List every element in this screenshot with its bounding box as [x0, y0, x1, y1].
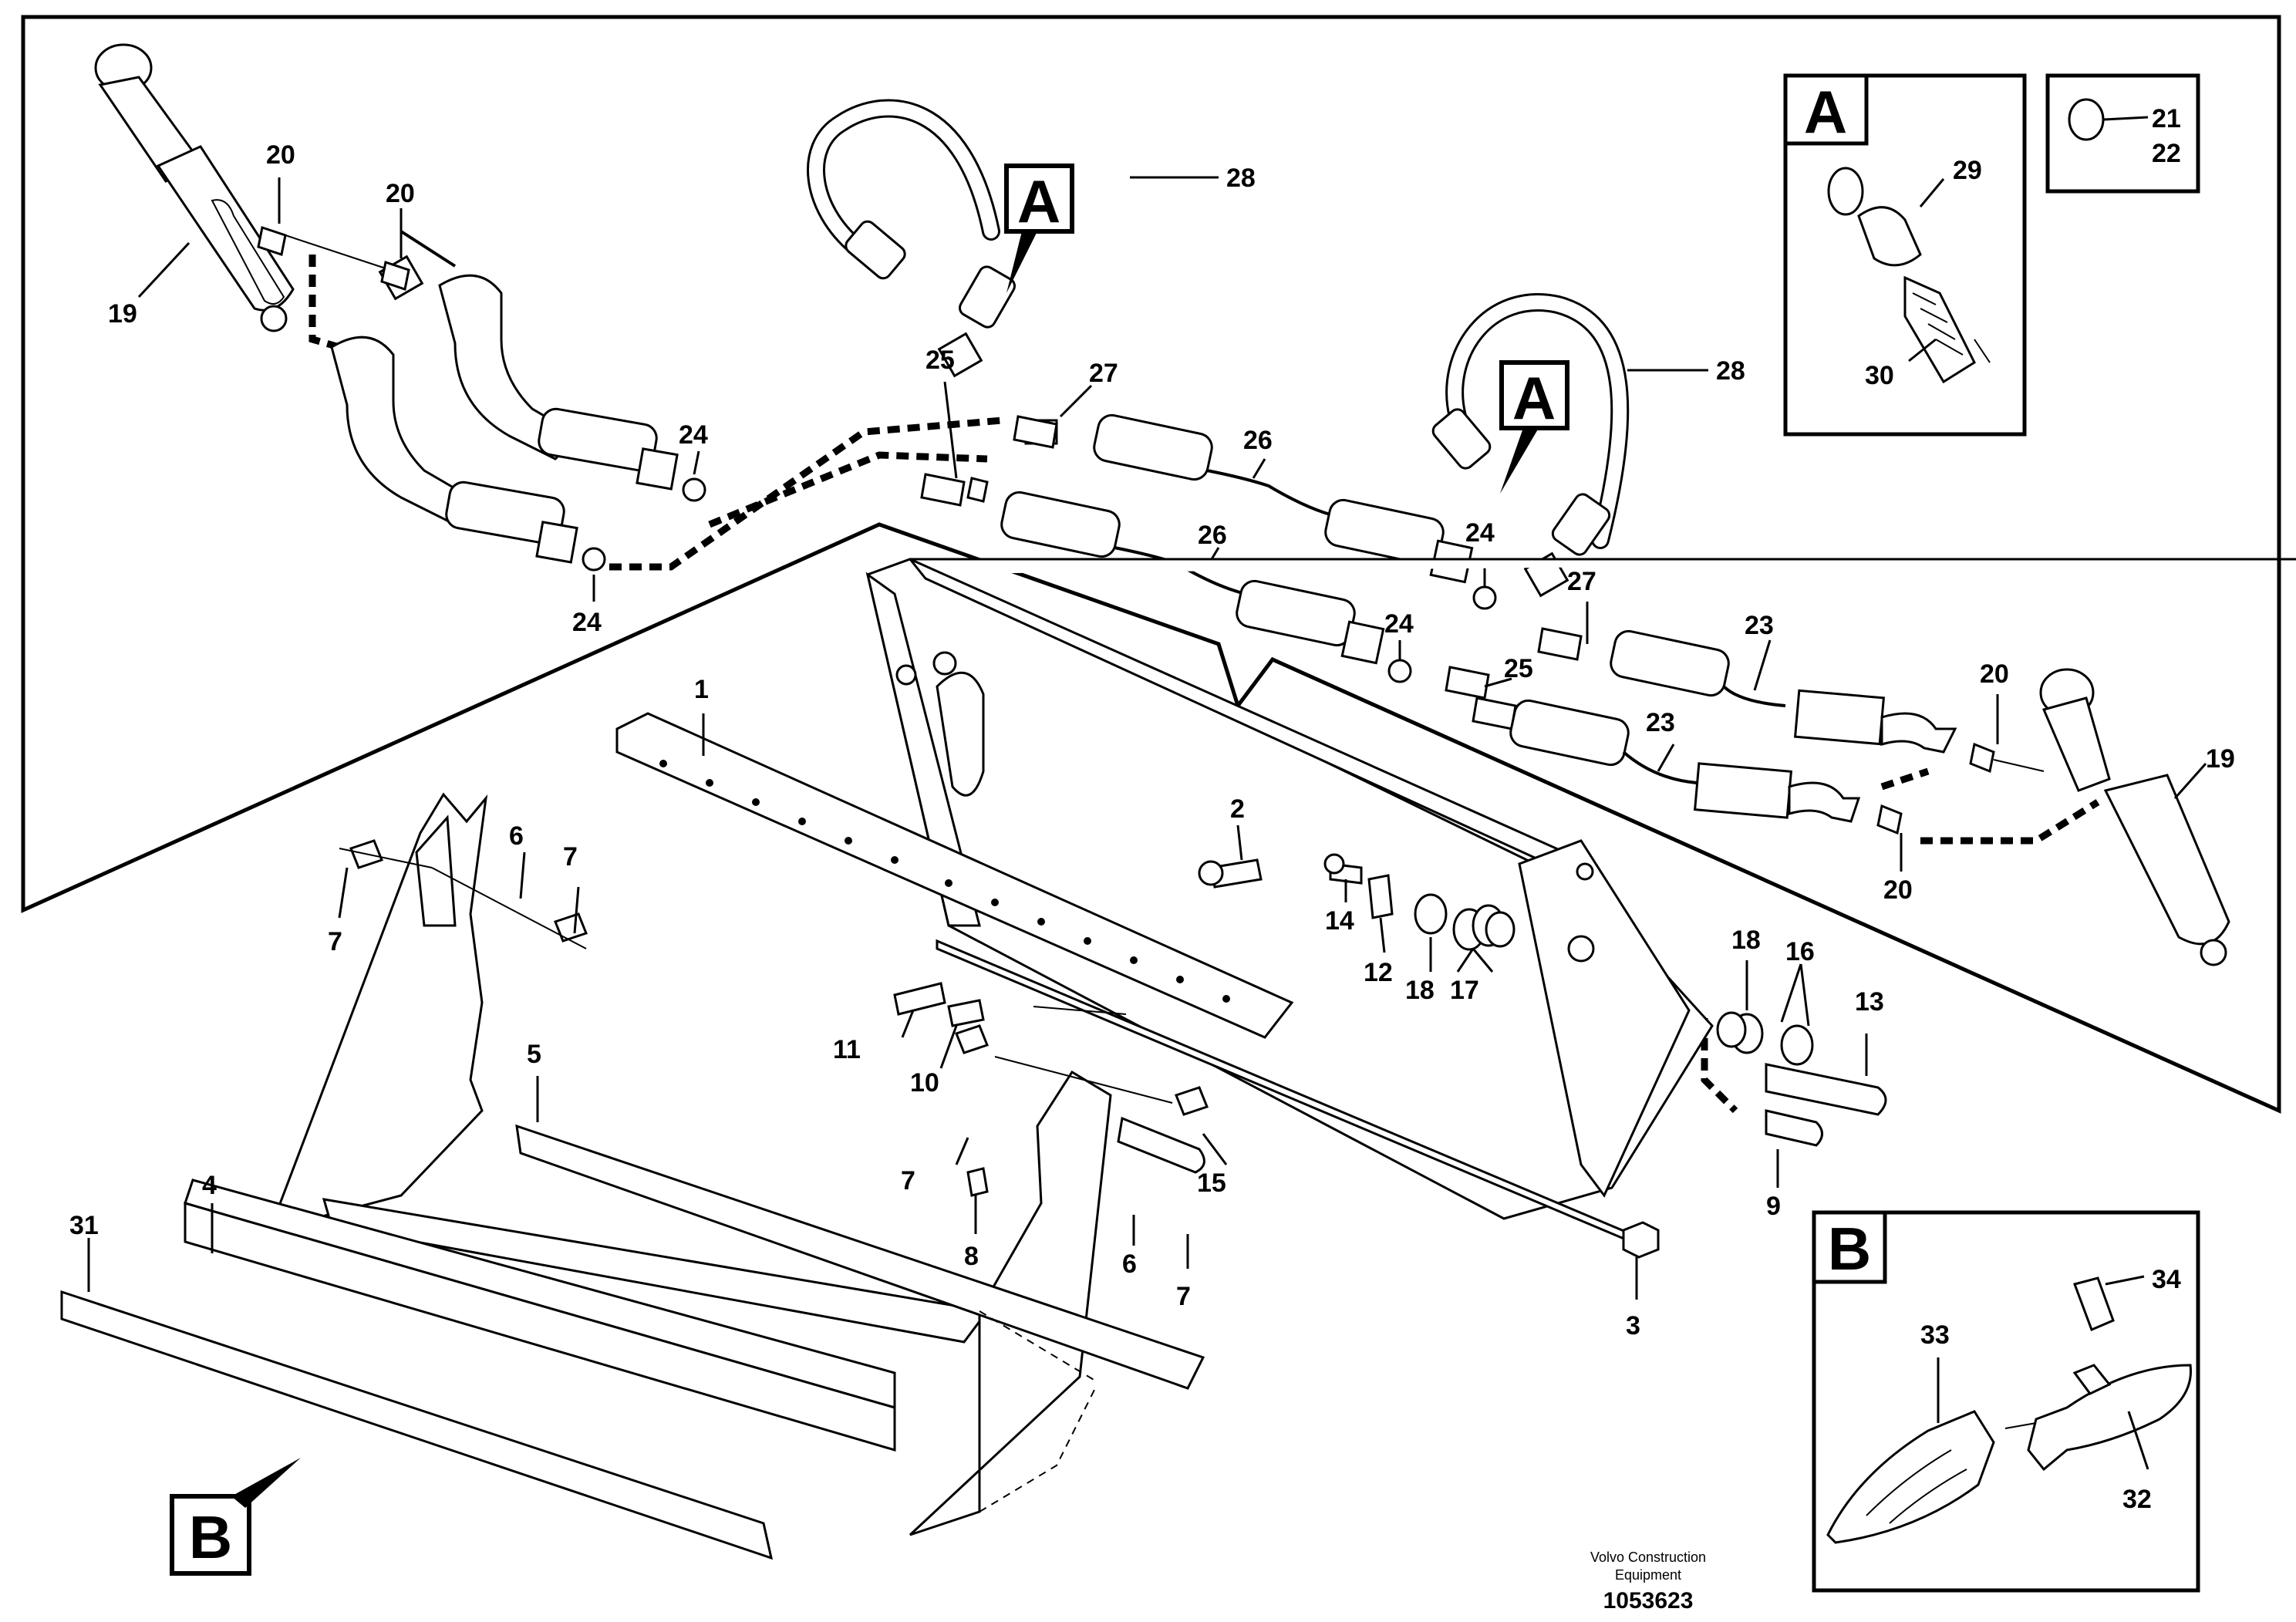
bucket-lower: 7 6 7 5 4 31 11 10 7 8 15 6 7 B: [60, 792, 1228, 1576]
detail-a-flag-left: A: [1017, 167, 1060, 235]
callout-1: 1: [694, 675, 709, 704]
callout-3: 3: [1626, 1311, 1640, 1340]
edge-holes: [659, 760, 1230, 1003]
callout-9: 9: [1766, 1192, 1781, 1221]
callout-6-b: 6: [1122, 1249, 1137, 1279]
brand-line-2: Equipment: [1615, 1567, 1681, 1583]
callout-20-b: 20: [386, 179, 415, 208]
callout-16: 16: [1785, 937, 1815, 966]
detail-b-inset: B 34 33 32: [1812, 1210, 2200, 1593]
callout-18-a: 18: [1405, 976, 1435, 1005]
callout-22: 22: [2152, 139, 2181, 168]
callout-25-b: 25: [1504, 654, 1533, 683]
detail-a-tag: A: [1804, 78, 1847, 146]
callout-7-a: 7: [328, 927, 342, 956]
callout-17: 17: [1450, 976, 1479, 1005]
callout-10: 10: [910, 1068, 939, 1098]
callout-7-c: 7: [901, 1166, 915, 1195]
callout-24-d: 24: [1384, 609, 1414, 639]
callout-27-a: 27: [1089, 359, 1118, 388]
callout-13: 13: [1855, 987, 1884, 1017]
callout-18-b: 18: [1731, 926, 1761, 955]
callout-29: 29: [1953, 156, 1982, 185]
hose-routing: 20 20 28 28 26 26: [257, 99, 2100, 1114]
callout-19-right: 19: [2206, 744, 2235, 774]
brand-line-1: Volvo Construction: [1590, 1549, 1706, 1565]
callout-26-a: 26: [1243, 426, 1273, 455]
callout-30: 30: [1865, 361, 1894, 390]
detail-b-tag: B: [1828, 1215, 1871, 1283]
callout-23-b: 23: [1646, 708, 1675, 737]
callout-7-d: 7: [1176, 1282, 1191, 1311]
cylinder-right: 19: [2039, 668, 2235, 966]
callout-21: 21: [2152, 104, 2181, 133]
callout-5: 5: [527, 1040, 541, 1069]
callout-24-a: 24: [679, 420, 708, 450]
callout-20-d: 20: [1883, 875, 1913, 905]
callout-34: 34: [2152, 1265, 2181, 1294]
bucket-assembly: 1 2 3 13 16 18 9 17 18 12: [615, 558, 2296, 1340]
callout-8: 8: [964, 1242, 979, 1271]
callout-20-c: 20: [1980, 659, 2009, 689]
o-ring-inset: 21 22: [2045, 73, 2200, 194]
callout-4: 4: [202, 1171, 217, 1200]
detail-b-flag: B: [189, 1503, 232, 1571]
detail-a-flag-right: A: [1512, 364, 1556, 432]
drawing-footer: Volvo Construction Equipment 1053623: [1590, 1549, 1706, 1614]
callout-7-b: 7: [563, 842, 578, 872]
callout-32: 32: [2122, 1485, 2152, 1514]
callout-20-a: 20: [266, 140, 295, 170]
callout-33: 33: [1920, 1320, 1950, 1350]
cylinder-left: 19: [94, 43, 295, 332]
callout-31: 31: [69, 1211, 99, 1240]
callout-23-a: 23: [1745, 611, 1774, 640]
callout-14: 14: [1325, 906, 1354, 936]
callout-11: 11: [833, 1035, 861, 1064]
callout-12: 12: [1364, 958, 1393, 987]
drawing-number: 1053623: [1603, 1588, 1694, 1614]
callout-28-b: 28: [1716, 356, 1745, 386]
callout-6-a: 6: [509, 821, 524, 851]
callout-26-b: 26: [1198, 521, 1227, 550]
callout-27-b: 27: [1567, 567, 1596, 596]
callout-24-b: 24: [572, 608, 602, 637]
callout-25-a: 25: [925, 346, 955, 375]
detail-a-inset: A 29 30: [1783, 73, 2027, 437]
callout-15: 15: [1197, 1168, 1226, 1198]
callout-19-left: 19: [108, 299, 137, 329]
callout-24-c: 24: [1465, 518, 1495, 548]
callout-2: 2: [1230, 794, 1245, 824]
callout-28-a: 28: [1226, 164, 1256, 193]
